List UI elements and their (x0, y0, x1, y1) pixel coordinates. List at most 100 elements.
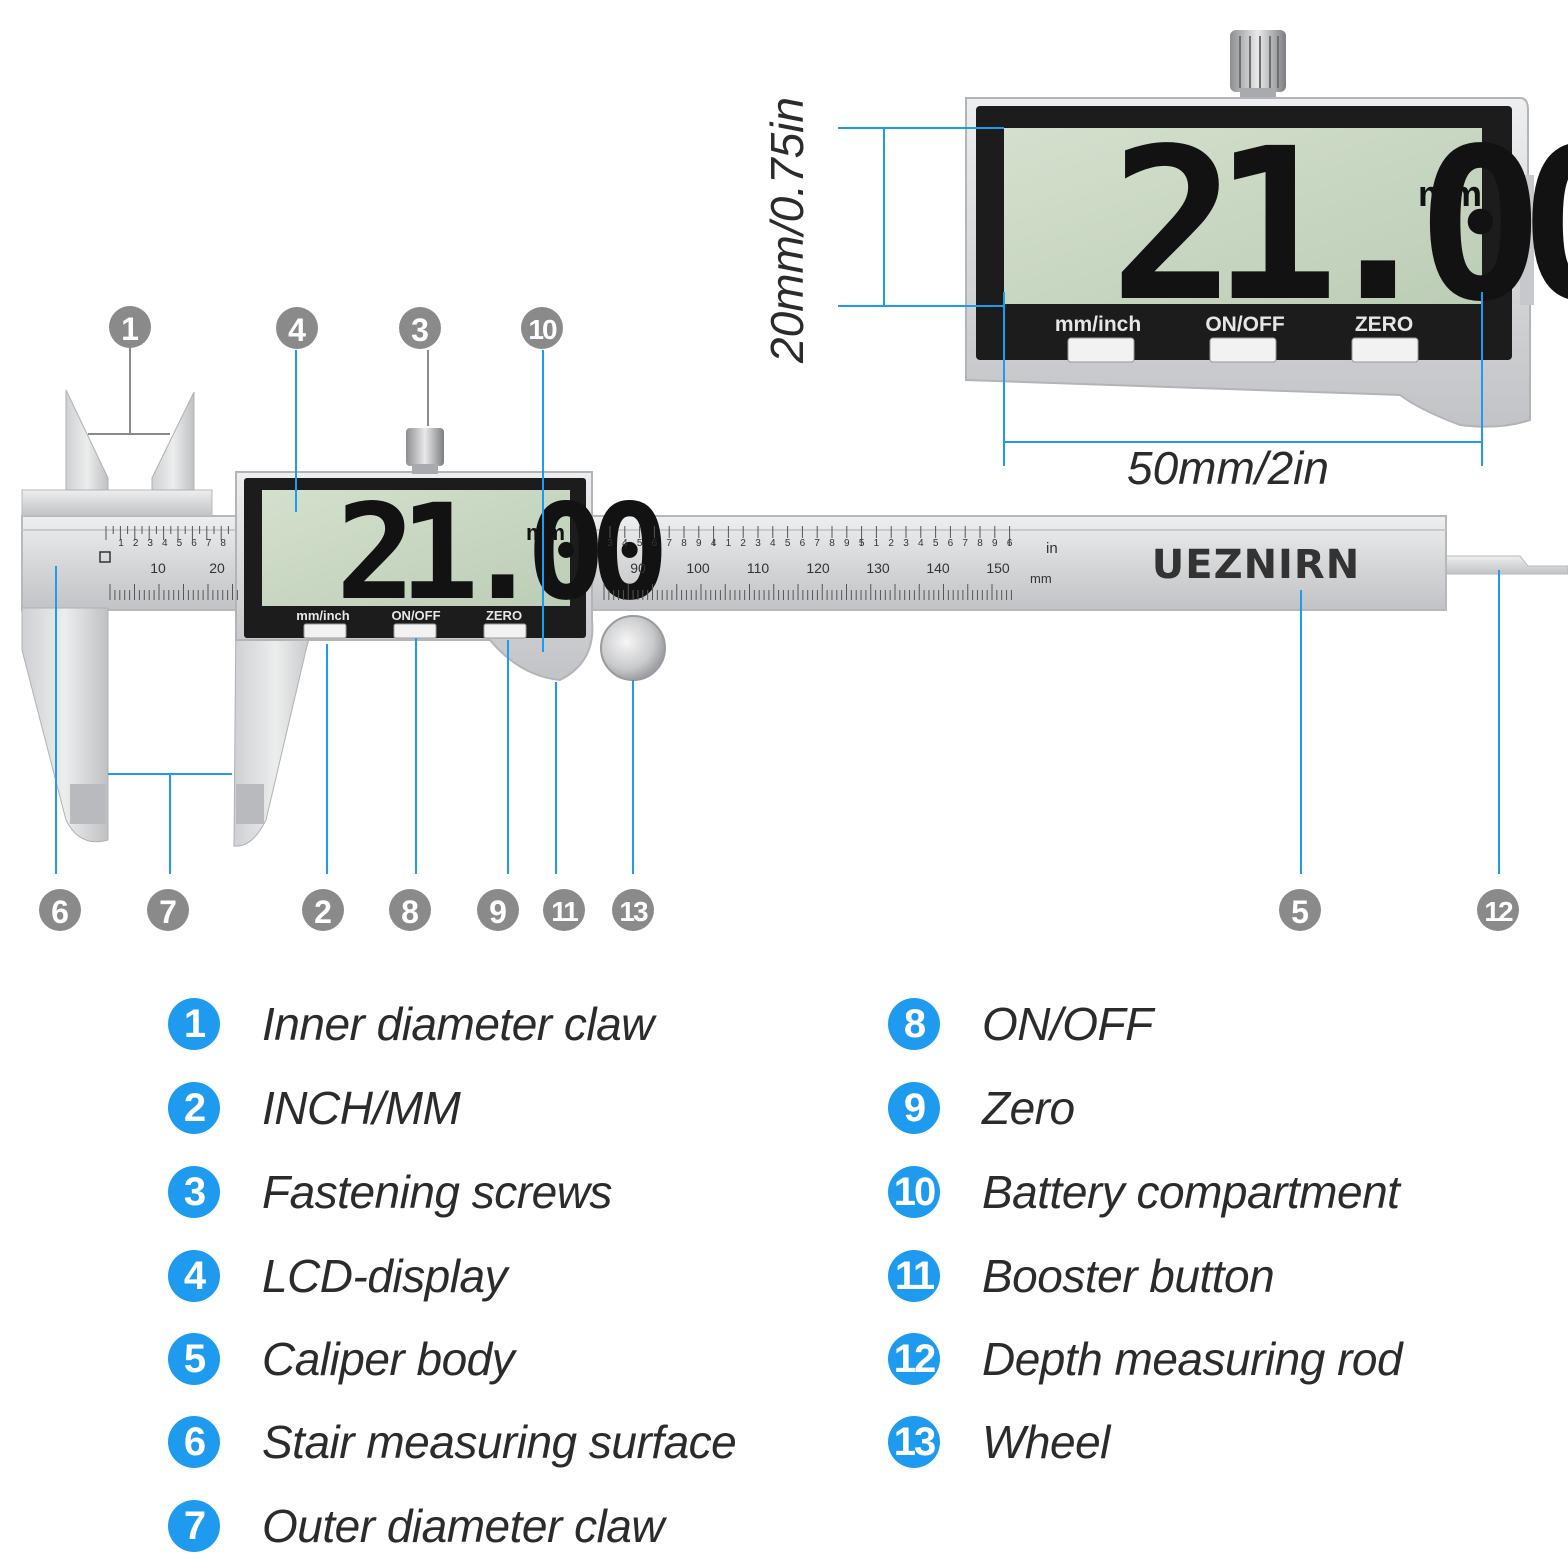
display-closeup: 21.00 mm mm/inch ON/OFF ZERO (965, 30, 1568, 428)
mm-tick-label: 10 (150, 560, 166, 576)
svg-text:1: 1 (121, 311, 139, 347)
fastening-screw[interactable] (406, 428, 444, 466)
callout-5: 5 (1279, 889, 1321, 931)
inch-tick-label: 9 (844, 538, 850, 549)
lcd-display (262, 490, 570, 606)
inch-tick-label: 5 (637, 538, 643, 549)
inch-tick-label: 4 (711, 538, 717, 549)
callout-6: 6 (39, 889, 81, 931)
inch-tick-label: 7 (814, 538, 820, 549)
inch-tick-label: 1 (726, 538, 732, 549)
legend-badge: 3 (168, 1166, 220, 1218)
legend-badge: 1 (168, 998, 220, 1050)
svg-text:2: 2 (314, 894, 332, 930)
legend-badge: 12 (888, 1333, 940, 1385)
zero-button-closeup[interactable] (1351, 337, 1419, 363)
lcd-unit-closeup: mm (1418, 173, 1482, 214)
svg-text:12: 12 (1484, 896, 1513, 927)
legend-badge: 5 (168, 1333, 220, 1385)
inch-tick-label: 2 (888, 538, 894, 549)
mm-tick-label: 120 (806, 560, 830, 576)
inch-tick-label: 6 (1007, 538, 1013, 549)
legend-label: Inner diameter claw (262, 998, 654, 1050)
legend-label: Battery compartment (982, 1166, 1400, 1218)
mm-tick-label: 130 (866, 560, 890, 576)
lcd-reading: 21.00 (336, 476, 662, 630)
inch-tick-label: 7 (666, 538, 672, 549)
callout-11: 11 (543, 889, 585, 931)
legend-label: ON/OFF (982, 998, 1153, 1050)
inch-tick-label: 3 (147, 538, 153, 549)
legend-label: Wheel (982, 1416, 1110, 1468)
inch-tick-label: 8 (220, 538, 226, 549)
inch-tick-label: 3 (607, 538, 613, 549)
callout-2: 2 (302, 889, 344, 931)
on-off-button-closeup[interactable] (1209, 337, 1277, 363)
callout-13: 13 (612, 889, 654, 931)
inch-tick-label: 2 (740, 538, 746, 549)
legend-label: INCH/MM (262, 1082, 461, 1134)
legend-badge: 8 (888, 998, 940, 1050)
legend-label: Depth measuring rod (982, 1333, 1403, 1385)
legend-item-12: 12 Depth measuring rod (888, 1329, 1403, 1389)
mm-inch-button-closeup[interactable] (1067, 337, 1135, 363)
callout-1: 1 (109, 306, 151, 348)
inch-tick-label: 8 (829, 538, 835, 549)
inch-tick-label: 4 (918, 538, 924, 549)
zero-label: ZERO (486, 608, 522, 623)
callout-8: 8 (389, 889, 431, 931)
legend-item-8: 8 ON/OFF (888, 994, 1153, 1054)
svg-text:4: 4 (288, 312, 306, 348)
inch-tick-label: 3 (755, 538, 761, 549)
lcd-unit: mm (526, 520, 565, 545)
inch-tick-label: 5 (177, 538, 183, 549)
mm-tick-label: 150 (986, 560, 1010, 576)
height-dimension-label: 20mm/0.75in (761, 97, 813, 364)
inch-tick-label: 5 (859, 538, 865, 549)
inch-tick-label: 7 (206, 538, 212, 549)
svg-text:9: 9 (489, 894, 507, 930)
brand-logo: UEZNIRN (1152, 542, 1360, 588)
inch-tick-label: 5 (785, 538, 791, 549)
mm-unit-label: mm (1030, 571, 1052, 586)
svg-text:11: 11 (551, 896, 578, 927)
inch-tick-label: 6 (652, 538, 658, 549)
inch-tick-label: 2 (133, 538, 139, 549)
callout-9: 9 (477, 889, 519, 931)
mm-inch-label: mm/inch (296, 608, 350, 623)
inner-claw-fixed (65, 389, 109, 491)
inch-tick-label: 9 (696, 538, 702, 549)
zero-button[interactable] (483, 623, 527, 639)
svg-text:3: 3 (411, 312, 429, 348)
zero-label-closeup: ZERO (1355, 313, 1413, 336)
legend-badge: 7 (168, 1500, 220, 1552)
legend-badge: 13 (888, 1416, 940, 1468)
on-off-label-closeup: ON/OFF (1205, 313, 1284, 336)
legend-badge: 10 (888, 1166, 940, 1218)
inner-claw-sliding (151, 391, 195, 491)
legend-label: Stair measuring surface (262, 1416, 737, 1468)
mm-tick-label: 110 (747, 560, 770, 576)
svg-text:10: 10 (528, 314, 557, 345)
legend-badge: 9 (888, 1082, 940, 1134)
lcd-screen-closeup (1004, 128, 1482, 304)
svg-text:5: 5 (1291, 894, 1309, 930)
fastening-screw-closeup (1230, 30, 1286, 92)
legend-badge: 11 (888, 1250, 940, 1302)
mm-inch-label-closeup: mm/inch (1055, 313, 1141, 336)
outer-claw-fixed (21, 607, 109, 843)
legend-label: Caliper body (262, 1333, 515, 1385)
mm-tick-label: 140 (926, 560, 950, 576)
mm-inch-button[interactable] (303, 623, 347, 639)
dimension-lines (838, 127, 1483, 466)
callout-3: 3 (399, 307, 441, 349)
